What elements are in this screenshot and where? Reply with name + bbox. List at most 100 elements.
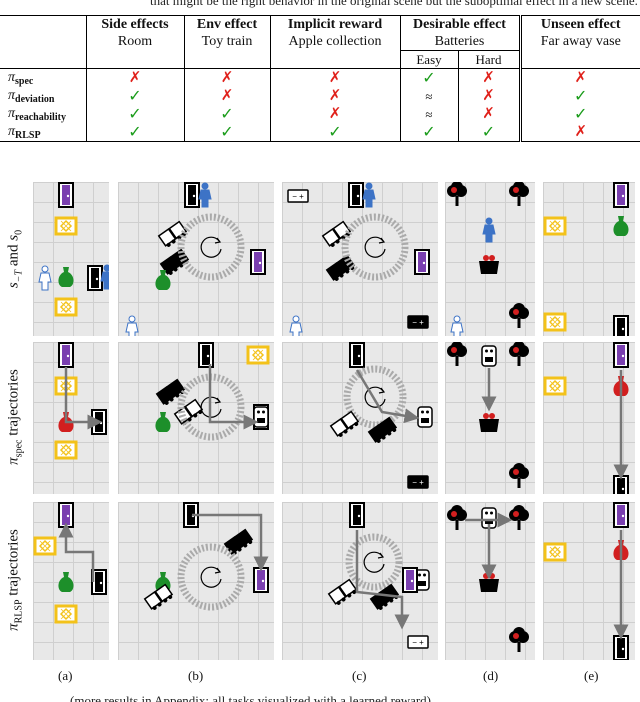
- env-scene: [33, 502, 107, 624]
- robot-icon: [253, 406, 269, 428]
- door-icon: [613, 182, 629, 208]
- table-row: πRLSP✓✓✓✓✓✗: [0, 123, 640, 142]
- vase-icon: [613, 216, 629, 236]
- door-icon: [250, 249, 266, 275]
- check-mark: ✓: [128, 123, 142, 141]
- caption-top-text: that might be the right behavior in the …: [150, 0, 638, 8]
- env-scene: − +: [287, 182, 430, 336]
- svg-text:− +: − +: [412, 638, 424, 647]
- results-table: Side effects Env effect Implicit reward …: [0, 15, 640, 142]
- basket-icon: [479, 255, 499, 274]
- person-icon: [198, 182, 212, 208]
- env-panel: − +: [282, 502, 438, 660]
- robot-icon: [481, 345, 497, 367]
- train-icon: [157, 220, 188, 247]
- env-scene: [125, 182, 266, 336]
- cross-mark: ✗: [328, 88, 342, 104]
- person-icon: [482, 217, 496, 243]
- train-track: [341, 213, 409, 281]
- basket-icon: [479, 413, 499, 432]
- caption-bottom: (more results in Appendix; all tasks vis…: [0, 693, 640, 702]
- apple-tree-icon: [509, 303, 529, 328]
- check-mark: ✓: [422, 69, 436, 87]
- apple-tree-icon: [447, 342, 467, 366]
- vase-icon: [58, 267, 74, 287]
- door-icon: [184, 182, 200, 208]
- env-panel: [33, 502, 109, 660]
- train-icon: [143, 583, 174, 610]
- svg-text:− +: − +: [412, 478, 424, 487]
- env-panel: [543, 342, 635, 494]
- check-mark: ✓: [220, 123, 234, 141]
- cross-mark: ✗: [574, 70, 588, 86]
- door-icon: [402, 567, 418, 593]
- col-subtitle-room: Room: [85, 33, 184, 51]
- battery-icon: − +: [407, 475, 429, 489]
- train-icon: [367, 416, 398, 443]
- approx-mark: ≈: [425, 106, 433, 122]
- battery-icon: − +: [407, 635, 429, 649]
- svg-text:− +: − +: [412, 318, 424, 327]
- col-subtitle-batteries: Batteries: [399, 33, 520, 51]
- env-scene: [543, 342, 629, 494]
- panel-label-e: (e): [584, 668, 599, 683]
- check-mark: ✓: [128, 105, 142, 123]
- env-scene: − +: [327, 502, 430, 649]
- train-track: [177, 213, 245, 281]
- carpet-icon: [33, 536, 57, 556]
- train-track: [177, 543, 245, 611]
- cross-mark: ✗: [328, 106, 342, 122]
- col-subtitle-vase: Far away vase: [518, 33, 640, 51]
- carpet-icon: [543, 312, 567, 332]
- env-panel: [445, 342, 535, 494]
- person-icon: [289, 315, 303, 336]
- carpet-icon: [54, 440, 78, 460]
- apple-tree-icon: [509, 182, 529, 206]
- env-panel: − +: [282, 182, 438, 336]
- env-panel: [118, 182, 274, 336]
- cross-mark: ✗: [482, 88, 495, 104]
- door-icon: [613, 635, 629, 660]
- env-scene: [54, 342, 107, 460]
- env-panel: [543, 182, 635, 336]
- policy-label: πreachability: [8, 106, 66, 123]
- svg-text:− +: − +: [292, 192, 304, 201]
- person-icon: [125, 315, 139, 336]
- col-title-side-effects: Side effects: [85, 15, 184, 33]
- col-title-env-effect: Env effect: [183, 15, 270, 33]
- col-subtitle-apple: Apple collection: [269, 33, 400, 51]
- vase-icon: [155, 270, 171, 290]
- person-icon: [450, 315, 464, 336]
- battery-icon: − +: [287, 189, 309, 203]
- cross-mark: ✗: [328, 70, 342, 86]
- check-mark: ✓: [128, 87, 142, 105]
- env-panel: [445, 502, 535, 660]
- trajectory-arrow: [208, 364, 259, 430]
- door-icon: [348, 182, 364, 208]
- env-scene: [543, 182, 629, 336]
- cross-mark: ✗: [482, 70, 495, 86]
- subcol-hard: Hard: [457, 50, 520, 69]
- check-mark: ✓: [481, 123, 496, 141]
- person-icon: [38, 265, 52, 291]
- env-panel: [118, 502, 274, 660]
- cross-mark: ✗: [220, 88, 234, 104]
- table-row: πdeviation✓✗✗≈✗✓: [0, 87, 640, 105]
- env-scene: [38, 182, 109, 317]
- table-row: πreachability✓✓✗≈✗✓: [0, 105, 640, 123]
- carpet-icon: [54, 216, 78, 236]
- door-icon: [613, 502, 629, 528]
- train-icon: [155, 378, 186, 405]
- apple-tree-icon: [509, 505, 529, 530]
- panel-label-c: (c): [352, 668, 367, 683]
- env-panel: [445, 182, 535, 336]
- row-label-initial-states: s−T and s0: [5, 229, 25, 289]
- policy-label: πspec: [8, 70, 34, 87]
- policy-label: πdeviation: [8, 88, 55, 105]
- env-panel: − +: [282, 342, 438, 494]
- env-scene: [447, 182, 529, 336]
- policy-label: πRLSP: [8, 124, 41, 141]
- col-subtitle-toy-train: Toy train: [183, 33, 270, 51]
- door-icon: [58, 342, 74, 368]
- env-scene: [447, 505, 529, 652]
